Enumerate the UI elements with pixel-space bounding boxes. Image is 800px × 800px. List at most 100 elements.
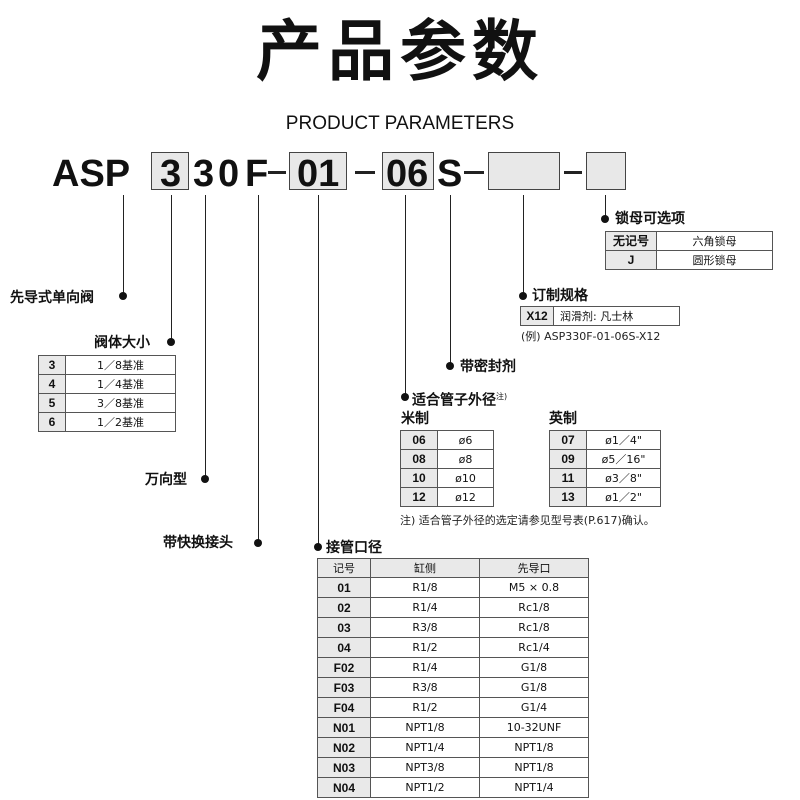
port-cylinder-side: R1/8 (370, 577, 480, 598)
body-size-code: 4 (38, 374, 66, 394)
leader-line-universal (205, 195, 206, 479)
nut-code: J (605, 250, 657, 270)
page-subtitle: PRODUCT PARAMETERS (285, 113, 515, 134)
port-cylinder-side: R3/8 (370, 617, 480, 638)
nut-row: 无记号六角锁母 (605, 231, 773, 251)
port-cylinder-side: NPT1/8 (370, 717, 480, 738)
body-size-code: 6 (38, 412, 66, 432)
port-pilot-side: NPT1/4 (479, 777, 589, 798)
inch-value: ø1／4" (586, 430, 661, 450)
port-pilot-side: NPT1/8 (479, 757, 589, 778)
leader-dot-nut (601, 215, 609, 223)
port-pilot-side: G1/8 (479, 657, 589, 678)
custom-value: 润滑剂: 凡士林 (553, 306, 680, 326)
custom-row: X12 润滑剂: 凡士林 (520, 306, 680, 326)
custom-table: X12 润滑剂: 凡士林 (520, 306, 680, 326)
inch-value: ø1／2" (586, 487, 661, 507)
port-pilot-side: M5 × 0.8 (479, 577, 589, 598)
model-dash-3 (464, 171, 484, 174)
port-code: 02 (317, 597, 371, 618)
model-size-code: 3 (160, 153, 182, 195)
port-code: 04 (317, 637, 371, 658)
custom-code-box (488, 152, 560, 190)
model-dash-1 (268, 171, 286, 174)
inch-code: 11 (549, 468, 587, 488)
port-cylinder-side: R1/2 (370, 697, 480, 718)
port-code: 03 (317, 617, 371, 638)
model-seal-code: S (437, 153, 463, 195)
port-pilot-side: Rc1/4 (479, 637, 589, 658)
port-code: N02 (317, 737, 371, 758)
universal-label: 万向型 (145, 472, 187, 488)
tube-code-box (382, 152, 434, 190)
model-tube-code: 06 (386, 153, 429, 195)
port-pilot-side: Rc1/8 (479, 617, 589, 638)
port-code: F04 (317, 697, 371, 718)
custom-label: 订制规格 (532, 288, 588, 304)
tube-od-text: 适合管子外径 (412, 392, 496, 409)
page-title: 产品参数 (256, 13, 544, 90)
metric-value: ø12 (437, 487, 494, 507)
leader-line-size (171, 195, 172, 342)
metric-value: ø6 (437, 430, 494, 450)
custom-code: X12 (520, 306, 554, 326)
leader-line-pilot (123, 195, 124, 297)
port-code-box (289, 152, 347, 190)
tube-od-note-mark: 注) (496, 392, 508, 401)
port-pilot-side: G1/8 (479, 677, 589, 698)
port-cylinder-side: NPT1/4 (370, 737, 480, 758)
leader-dot-pilot (119, 292, 127, 300)
metric-code: 12 (400, 487, 438, 507)
metric-label: 米制 (401, 411, 429, 427)
port-code: N03 (317, 757, 371, 778)
port-pilot-side: Rc1/8 (479, 597, 589, 618)
leader-dot-port (314, 543, 322, 551)
model-dash-2 (355, 171, 375, 174)
port-header-code: 记号 (317, 558, 371, 578)
port-cylinder-side: R1/4 (370, 657, 480, 678)
nut-value: 六角锁母 (656, 231, 773, 251)
model-dash-4 (564, 171, 582, 174)
pilot-label: 先导式单向阀 (10, 290, 94, 306)
metric-value: ø8 (437, 449, 494, 469)
port-cylinder-side: NPT1/2 (370, 777, 480, 798)
leader-dot-seal (446, 362, 454, 370)
port-cylinder-side: R1/2 (370, 637, 480, 658)
leader-line-tube (405, 195, 406, 397)
inch-code: 07 (549, 430, 587, 450)
port-pilot-side: NPT1/8 (479, 737, 589, 758)
model-zero-code: 0 (218, 153, 240, 195)
body-size-value: 3／8基准 (65, 393, 176, 413)
body-size-value: 1／2基准 (65, 412, 176, 432)
inch-value: ø3／8" (586, 468, 661, 488)
port-code: N01 (317, 717, 371, 738)
port-code: F03 (317, 677, 371, 698)
inch-code: 13 (549, 487, 587, 507)
leader-dot-universal (201, 475, 209, 483)
body-size-value: 1／8基准 (65, 355, 176, 375)
port-cylinder-side: R1/4 (370, 597, 480, 618)
body-size-code: 5 (38, 393, 66, 413)
inch-value: ø5／16" (586, 449, 661, 469)
leader-line-nut (605, 195, 606, 220)
custom-example: (例) ASP330F-01-06S-X12 (521, 330, 661, 343)
